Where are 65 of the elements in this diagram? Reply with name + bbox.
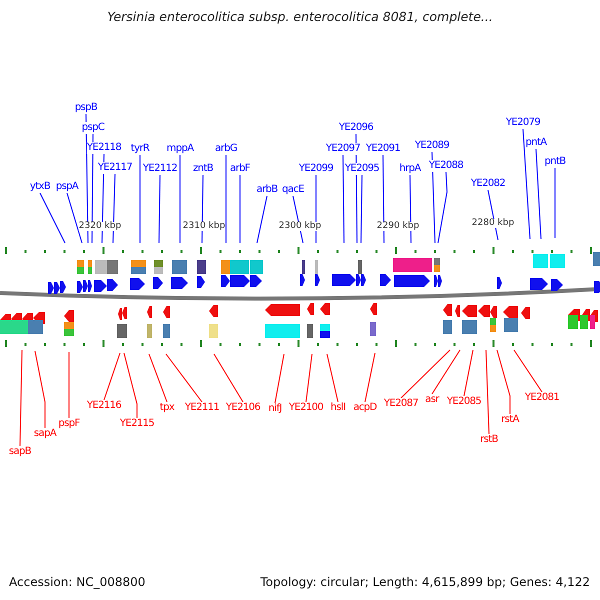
leader-line [438, 172, 448, 244]
footer-text: Accession: NC_008800 [9, 575, 146, 589]
gene-label: tpx [160, 402, 174, 414]
leader-line [486, 350, 490, 434]
leader-line [256, 196, 268, 244]
leader-line [306, 354, 312, 402]
gene-label: YE2088 [428, 160, 464, 172]
leader-line [124, 352, 138, 418]
leader-line [86, 114, 88, 244]
gene-label: pspF [58, 418, 80, 430]
gene-label: sapA [34, 428, 56, 440]
leader-line [40, 192, 66, 244]
leader-line [158, 174, 160, 244]
gene-label: arbB [256, 184, 278, 196]
leader-line [274, 354, 284, 404]
gene-label: tyrR [130, 143, 150, 155]
leader-line [34, 350, 46, 428]
gene-label: YE2097 [326, 143, 360, 155]
scale-label: 2310 kbp [182, 222, 226, 231]
leader-line [514, 350, 542, 392]
gene-label: YE2082 [470, 178, 506, 190]
leader-line [166, 354, 202, 402]
leader-line [148, 354, 168, 402]
leader-line [554, 168, 556, 238]
leader-line [410, 174, 412, 244]
leader-line [202, 174, 204, 244]
gene-label: YE2118 [86, 142, 122, 154]
gene-label: ytxB [30, 181, 50, 193]
leader-line [112, 174, 116, 244]
gene-label: qacE [282, 184, 304, 196]
leader-line [536, 148, 542, 240]
leader-line [68, 352, 70, 418]
leader-line [66, 192, 82, 244]
gene-label: hrpA [399, 163, 421, 175]
title: Yersinia enterocolitica subsp. enterocolitica 8081, complete... [107, 9, 493, 24]
gene-label: YE2117 [98, 162, 132, 174]
leader-line [342, 154, 344, 244]
scale-label: 2280 kbp [472, 219, 514, 228]
leader-line [522, 128, 530, 240]
leader-line [464, 350, 474, 396]
scale-label: 2300 kbp [278, 222, 322, 231]
gene-label: nifJ [268, 403, 282, 415]
gene-label: pntB [544, 156, 566, 168]
gene-label: mppA [166, 143, 194, 155]
gene-label: pspB [74, 102, 98, 114]
leader-line [364, 352, 376, 402]
footer-text: Topology: circular; Length: 4,615,899 bp; Genes: 4,122 [260, 575, 590, 589]
gene-label: pspA [56, 181, 78, 193]
scale-label: 2320 kbp [78, 222, 122, 231]
gene-label: pntA [525, 137, 547, 149]
leader-line [432, 152, 436, 244]
leader-line [104, 352, 120, 400]
leader-line [360, 174, 362, 244]
gene-label: acpD [353, 402, 377, 414]
leader-line [20, 350, 22, 446]
gene-label: YE2095 [344, 163, 380, 175]
gene-label: sapB [8, 446, 32, 458]
gene-label: pspC [82, 122, 104, 134]
leader-line [326, 354, 338, 402]
leader-line [382, 154, 384, 244]
leader-line [400, 350, 450, 398]
leader-line [496, 350, 510, 414]
leader-line [432, 350, 460, 394]
scale-label: 2290 kbp [376, 222, 420, 231]
leader-line [214, 354, 244, 402]
